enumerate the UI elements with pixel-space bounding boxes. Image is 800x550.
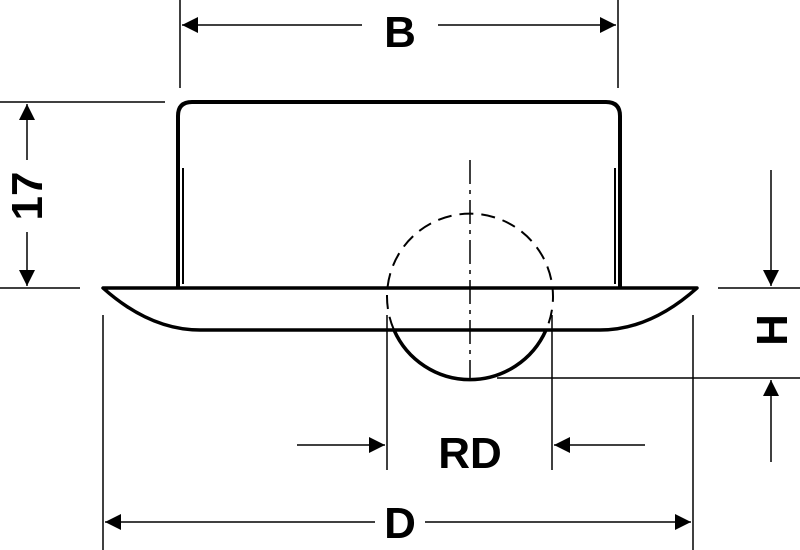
- castor-body: [101, 100, 699, 382]
- dim-label-h: H: [748, 314, 797, 346]
- dim-label-rd: RD: [438, 429, 502, 478]
- housing-outline: [176, 100, 622, 288]
- dim-label-b: B: [384, 8, 416, 57]
- dimension-lines: [19, 16, 779, 530]
- dim-label-17: 17: [3, 172, 52, 221]
- dim-label-d: D: [384, 499, 416, 548]
- flange-outline: [101, 286, 699, 332]
